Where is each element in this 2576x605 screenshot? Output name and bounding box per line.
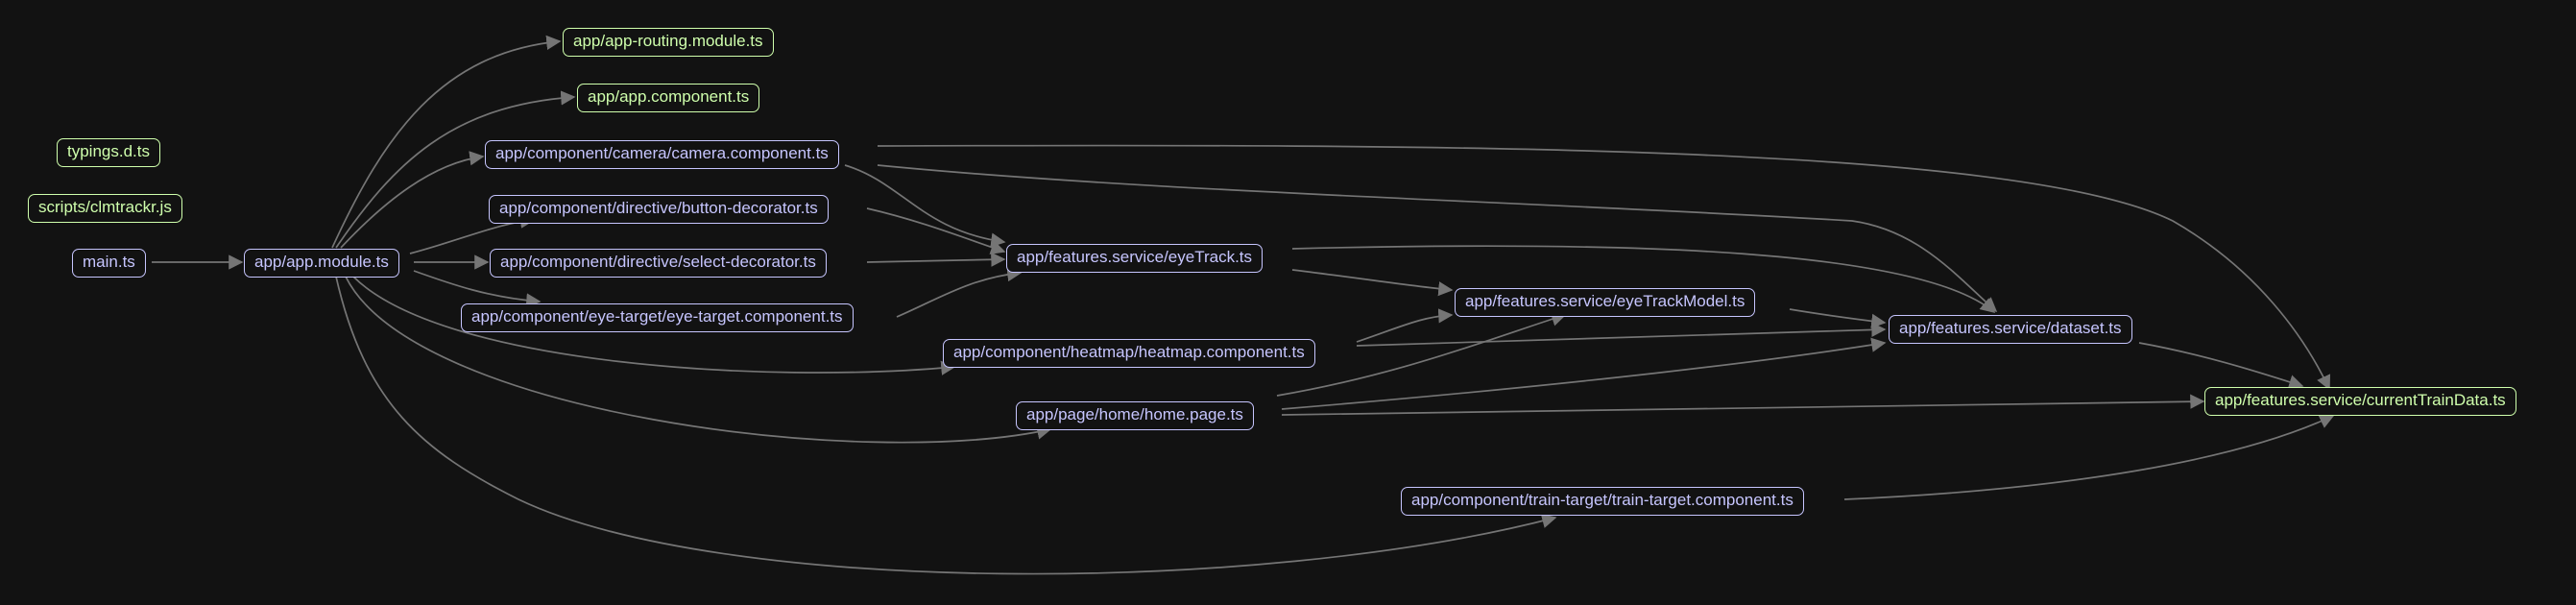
node-current-train-data[interactable]: app/features.service/currentTrainData.ts — [2204, 387, 2516, 416]
edge-button-decorator-to-eyetrack — [866, 207, 1006, 254]
edge-eyetrack-model-to-dataset — [1789, 308, 1887, 328]
node-heatmap-component[interactable]: app/component/heatmap/heatmap.component.… — [943, 339, 1315, 368]
node-clmtrackr[interactable]: scripts/clmtrackr.js — [28, 194, 182, 223]
node-train-target-component[interactable]: app/component/train-target/train-target.… — [1401, 487, 1804, 516]
node-button-decorator[interactable]: app/component/directive/button-decorator… — [489, 195, 829, 224]
node-select-decorator[interactable]: app/component/directive/select-decorator… — [490, 249, 827, 278]
edge-eyetrack-to-dataset — [1291, 245, 1996, 313]
edge-eyetrack-to-eyetrack-model — [1291, 269, 1454, 297]
edge-heatmap-to-eyetrack-model — [1356, 308, 1454, 343]
edge-home-page-to-eyetrack-model — [1276, 311, 1567, 397]
edge-app-module-to-eye-target — [413, 270, 542, 308]
edge-camera-to-dataset — [877, 164, 1998, 313]
edge-app-module-to-app-component — [335, 90, 576, 249]
node-camera-component[interactable]: app/component/camera/camera.component.ts — [485, 140, 839, 169]
edge-app-module-to-app-routing — [331, 35, 562, 249]
node-home-page[interactable]: app/page/home/home.page.ts — [1016, 401, 1254, 430]
node-eyetrack[interactable]: app/features.service/eyeTrack.ts — [1006, 244, 1264, 273]
edge-camera-to-current-train-data — [877, 144, 2331, 391]
node-main[interactable]: main.ts — [72, 249, 146, 278]
edge-app-module-to-home-page — [345, 276, 1052, 444]
edge-app-module-to-heatmap — [352, 276, 956, 375]
edge-dataset-to-current-train-data — [2138, 342, 2304, 390]
node-dataset[interactable]: app/features.service/dataset.ts — [1889, 315, 2132, 344]
edge-train-target-to-current-train-data — [1843, 414, 2335, 500]
node-app-routing-module[interactable]: app/app-routing.module.ts — [563, 28, 774, 57]
edge-home-page-to-dataset — [1281, 337, 1887, 410]
edge-app-module-to-train-target — [335, 276, 1557, 575]
edge-home-page-to-current-train-data — [1281, 394, 2205, 416]
node-eyetrack-model[interactable]: app/features.service/eyeTrackModel.ts — [1455, 288, 1756, 317]
edge-select-decorator-to-eyetrack — [866, 252, 1006, 267]
edge-app-module-to-camera — [340, 151, 485, 249]
edge-heatmap-to-dataset — [1356, 322, 1887, 347]
node-eye-target-component[interactable]: app/component/eye-target/eye-target.comp… — [461, 303, 854, 332]
node-app-component[interactable]: app/app.component.ts — [577, 84, 760, 112]
edge-camera-to-eyetrack — [844, 164, 1006, 248]
node-typings[interactable]: typings.d.ts — [57, 138, 160, 167]
edge-eye-target-to-eyetrack — [896, 266, 1023, 318]
node-app-module[interactable]: app/app.module.ts — [244, 249, 399, 278]
